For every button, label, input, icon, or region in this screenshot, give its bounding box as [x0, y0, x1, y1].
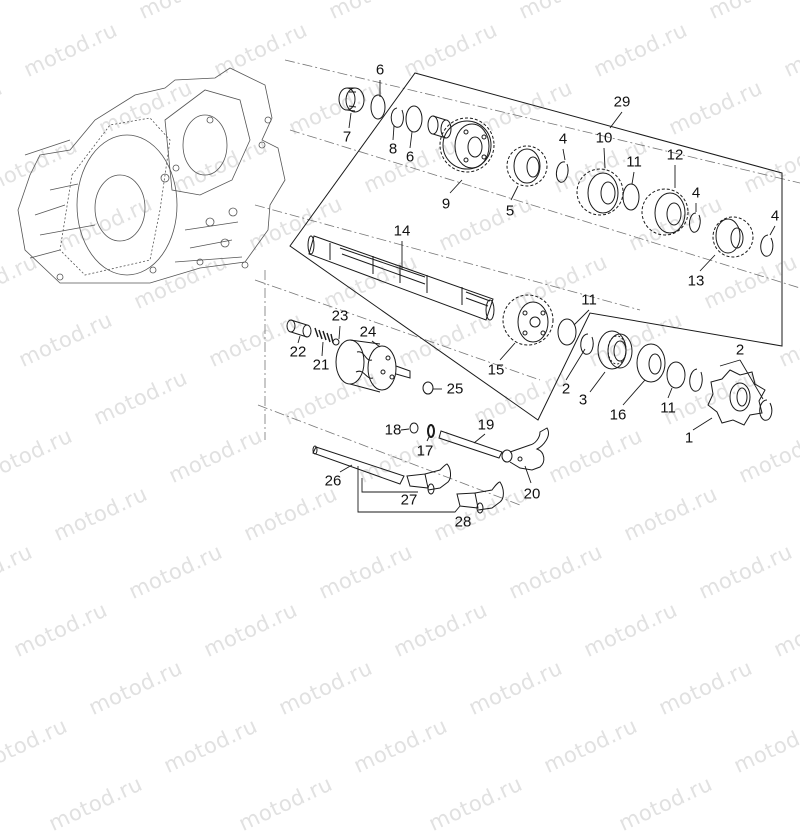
shift-fork-28	[456, 481, 504, 514]
callout-2[interactable]: 2	[561, 380, 571, 398]
callout-20[interactable]: 20	[523, 485, 541, 503]
callout-4[interactable]: 4	[558, 130, 568, 148]
sprocket-1	[707, 369, 766, 426]
callout-7[interactable]: 7	[342, 128, 352, 146]
washer-25	[422, 381, 434, 395]
oil-seal-16	[636, 343, 666, 383]
spring-21	[314, 327, 334, 344]
watermark-text: motod.ru	[85, 655, 187, 720]
callout-19[interactable]: 19	[477, 416, 495, 434]
callout-12[interactable]: 12	[666, 146, 684, 164]
needle-bearing-7	[338, 87, 365, 113]
watermark-text: motod.ru	[770, 597, 800, 662]
gear-10	[576, 168, 624, 216]
callout-11[interactable]: 11	[660, 399, 676, 417]
callout-9[interactable]: 9	[441, 195, 451, 213]
callout-4[interactable]: 4	[691, 184, 701, 202]
diagram-artwork	[17, 59, 800, 514]
callout-16[interactable]: 16	[609, 406, 627, 424]
watermark-text: motod.ru	[655, 655, 757, 720]
callout-24[interactable]: 24	[359, 323, 377, 341]
crankcase-drawing	[17, 67, 286, 284]
gear-13	[712, 216, 754, 258]
circlip-4b	[688, 212, 701, 233]
callout-8[interactable]: 8	[388, 140, 398, 158]
washer-11b	[557, 318, 577, 346]
ball-23	[332, 338, 340, 346]
watermark-text: motod.ru	[200, 597, 302, 662]
circlip-4a	[555, 161, 569, 183]
group-29-frame	[289, 72, 783, 421]
watermark-text: motod.ru	[0, 713, 72, 778]
callout-6[interactable]: 6	[375, 61, 385, 79]
washer-11a	[622, 183, 640, 211]
axis-lines	[254, 59, 800, 506]
circlip-2c	[759, 399, 773, 421]
circlip-2a	[580, 333, 594, 355]
shift-fork-27	[406, 463, 451, 495]
shift-drum-24	[335, 339, 411, 393]
callout-17[interactable]: 17	[416, 442, 434, 460]
watermark-text: motod.ru	[390, 597, 492, 662]
callout-1[interactable]: 1	[684, 429, 694, 447]
watermark-text: motod.ru	[160, 713, 262, 778]
gear-5	[506, 145, 548, 187]
callout-4[interactable]: 4	[770, 207, 780, 225]
watermark-text: motod.ru	[580, 597, 682, 662]
watermark-text: motod.ru	[275, 655, 377, 720]
fork-shaft-26	[312, 445, 405, 485]
watermark-text: motod.ru	[235, 771, 337, 836]
callout-26[interactable]: 26	[324, 472, 342, 490]
gear-9	[439, 117, 495, 173]
gear-15	[502, 294, 554, 346]
washer-18	[409, 422, 419, 434]
leader-lines	[297, 80, 776, 513]
callout-18[interactable]: 18	[384, 421, 402, 439]
callout-10[interactable]: 10	[595, 129, 613, 147]
callout-3[interactable]: 3	[578, 391, 588, 409]
shift-fork-20	[501, 427, 549, 471]
pin-22	[286, 319, 312, 338]
callout-29[interactable]: 29	[613, 93, 631, 111]
gear-12	[641, 188, 689, 236]
callout-11[interactable]: 11	[581, 291, 597, 309]
fork-shaft-19	[438, 430, 503, 459]
callout-11[interactable]: 11	[626, 153, 642, 171]
circlip-4c	[760, 234, 774, 257]
watermark-text: motod.ru	[540, 713, 642, 778]
callout-23[interactable]: 23	[331, 307, 349, 325]
o-ring-17	[427, 424, 435, 438]
washer-6b	[405, 105, 423, 133]
callout-27[interactable]: 27	[400, 491, 418, 509]
callout-13[interactable]: 13	[687, 272, 705, 290]
watermark-text: motod.ru	[465, 655, 567, 720]
callout-15[interactable]: 15	[487, 361, 505, 379]
washer-6a	[370, 94, 386, 120]
callout-22[interactable]: 22	[289, 343, 307, 361]
bushing	[427, 115, 452, 139]
callout-21[interactable]: 21	[312, 356, 330, 374]
watermark-text: motod.ru	[730, 713, 800, 778]
watermark-text: motod.ru	[350, 713, 452, 778]
watermark-text: motod.ru	[45, 771, 147, 836]
callout-5[interactable]: 5	[505, 202, 515, 220]
watermark-text: motod.ru	[425, 771, 527, 836]
callout-14[interactable]: 14	[393, 222, 411, 240]
callout-2[interactable]: 2	[735, 341, 745, 359]
washer-11c	[666, 361, 686, 389]
circlip-2b	[689, 368, 703, 392]
callout-28[interactable]: 28	[454, 513, 472, 531]
callout-6[interactable]: 6	[405, 148, 415, 166]
circlip-8	[390, 107, 404, 128]
callout-25[interactable]: 25	[446, 380, 464, 398]
watermark-text: motod.ru	[615, 771, 717, 836]
bearing-3	[597, 330, 633, 370]
watermark-text: motod.ru	[10, 597, 112, 662]
main-shaft-14	[307, 235, 495, 321]
